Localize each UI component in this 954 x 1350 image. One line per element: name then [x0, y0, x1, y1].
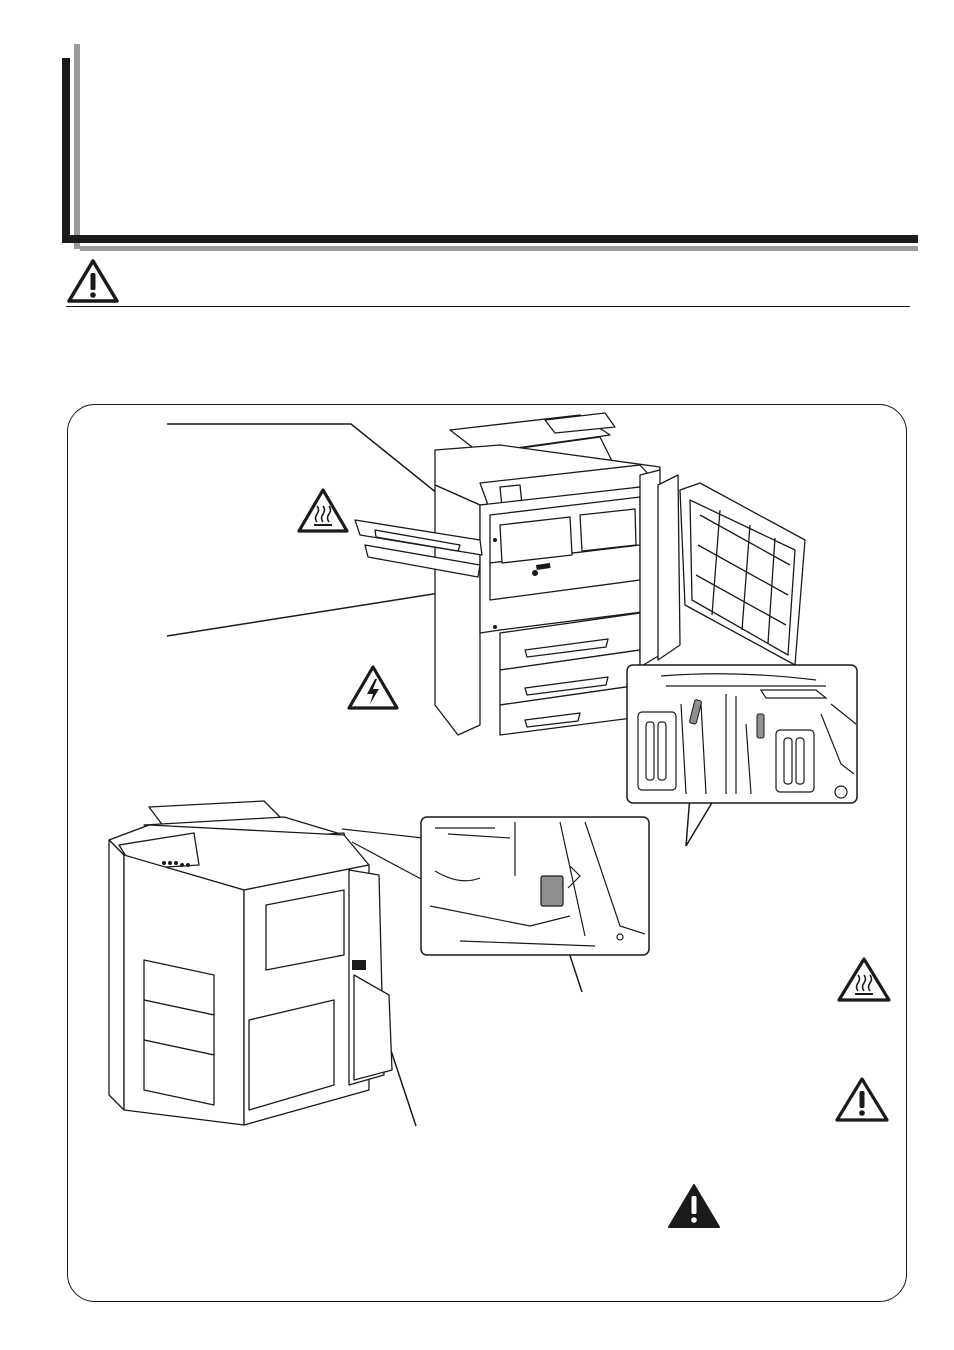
warning-triangle-icon	[66, 258, 120, 304]
chapter-bar-left-dark	[62, 58, 70, 242]
warning-triangle-icon	[834, 1076, 890, 1124]
chapter-bar-bottom-grey	[80, 246, 918, 251]
hot-surface-warning-icon	[296, 487, 350, 535]
hot-surface-warning-icon	[836, 956, 892, 1004]
copier-front-open-illustration	[354, 412, 806, 736]
leader-line-inset-lower-a	[341, 828, 424, 839]
interior-detail-inset	[626, 664, 858, 804]
figure-frame	[67, 404, 907, 1302]
high-voltage-warning-icon	[346, 664, 400, 712]
chapter-bar-bottom-dark	[62, 235, 918, 243]
copier-rear-illustration	[108, 800, 393, 1126]
filled-warning-triangle-icon	[666, 1182, 722, 1230]
rear-label-inset	[420, 816, 650, 956]
chapter-bar-left-grey	[74, 44, 80, 249]
section-rule	[66, 306, 910, 307]
